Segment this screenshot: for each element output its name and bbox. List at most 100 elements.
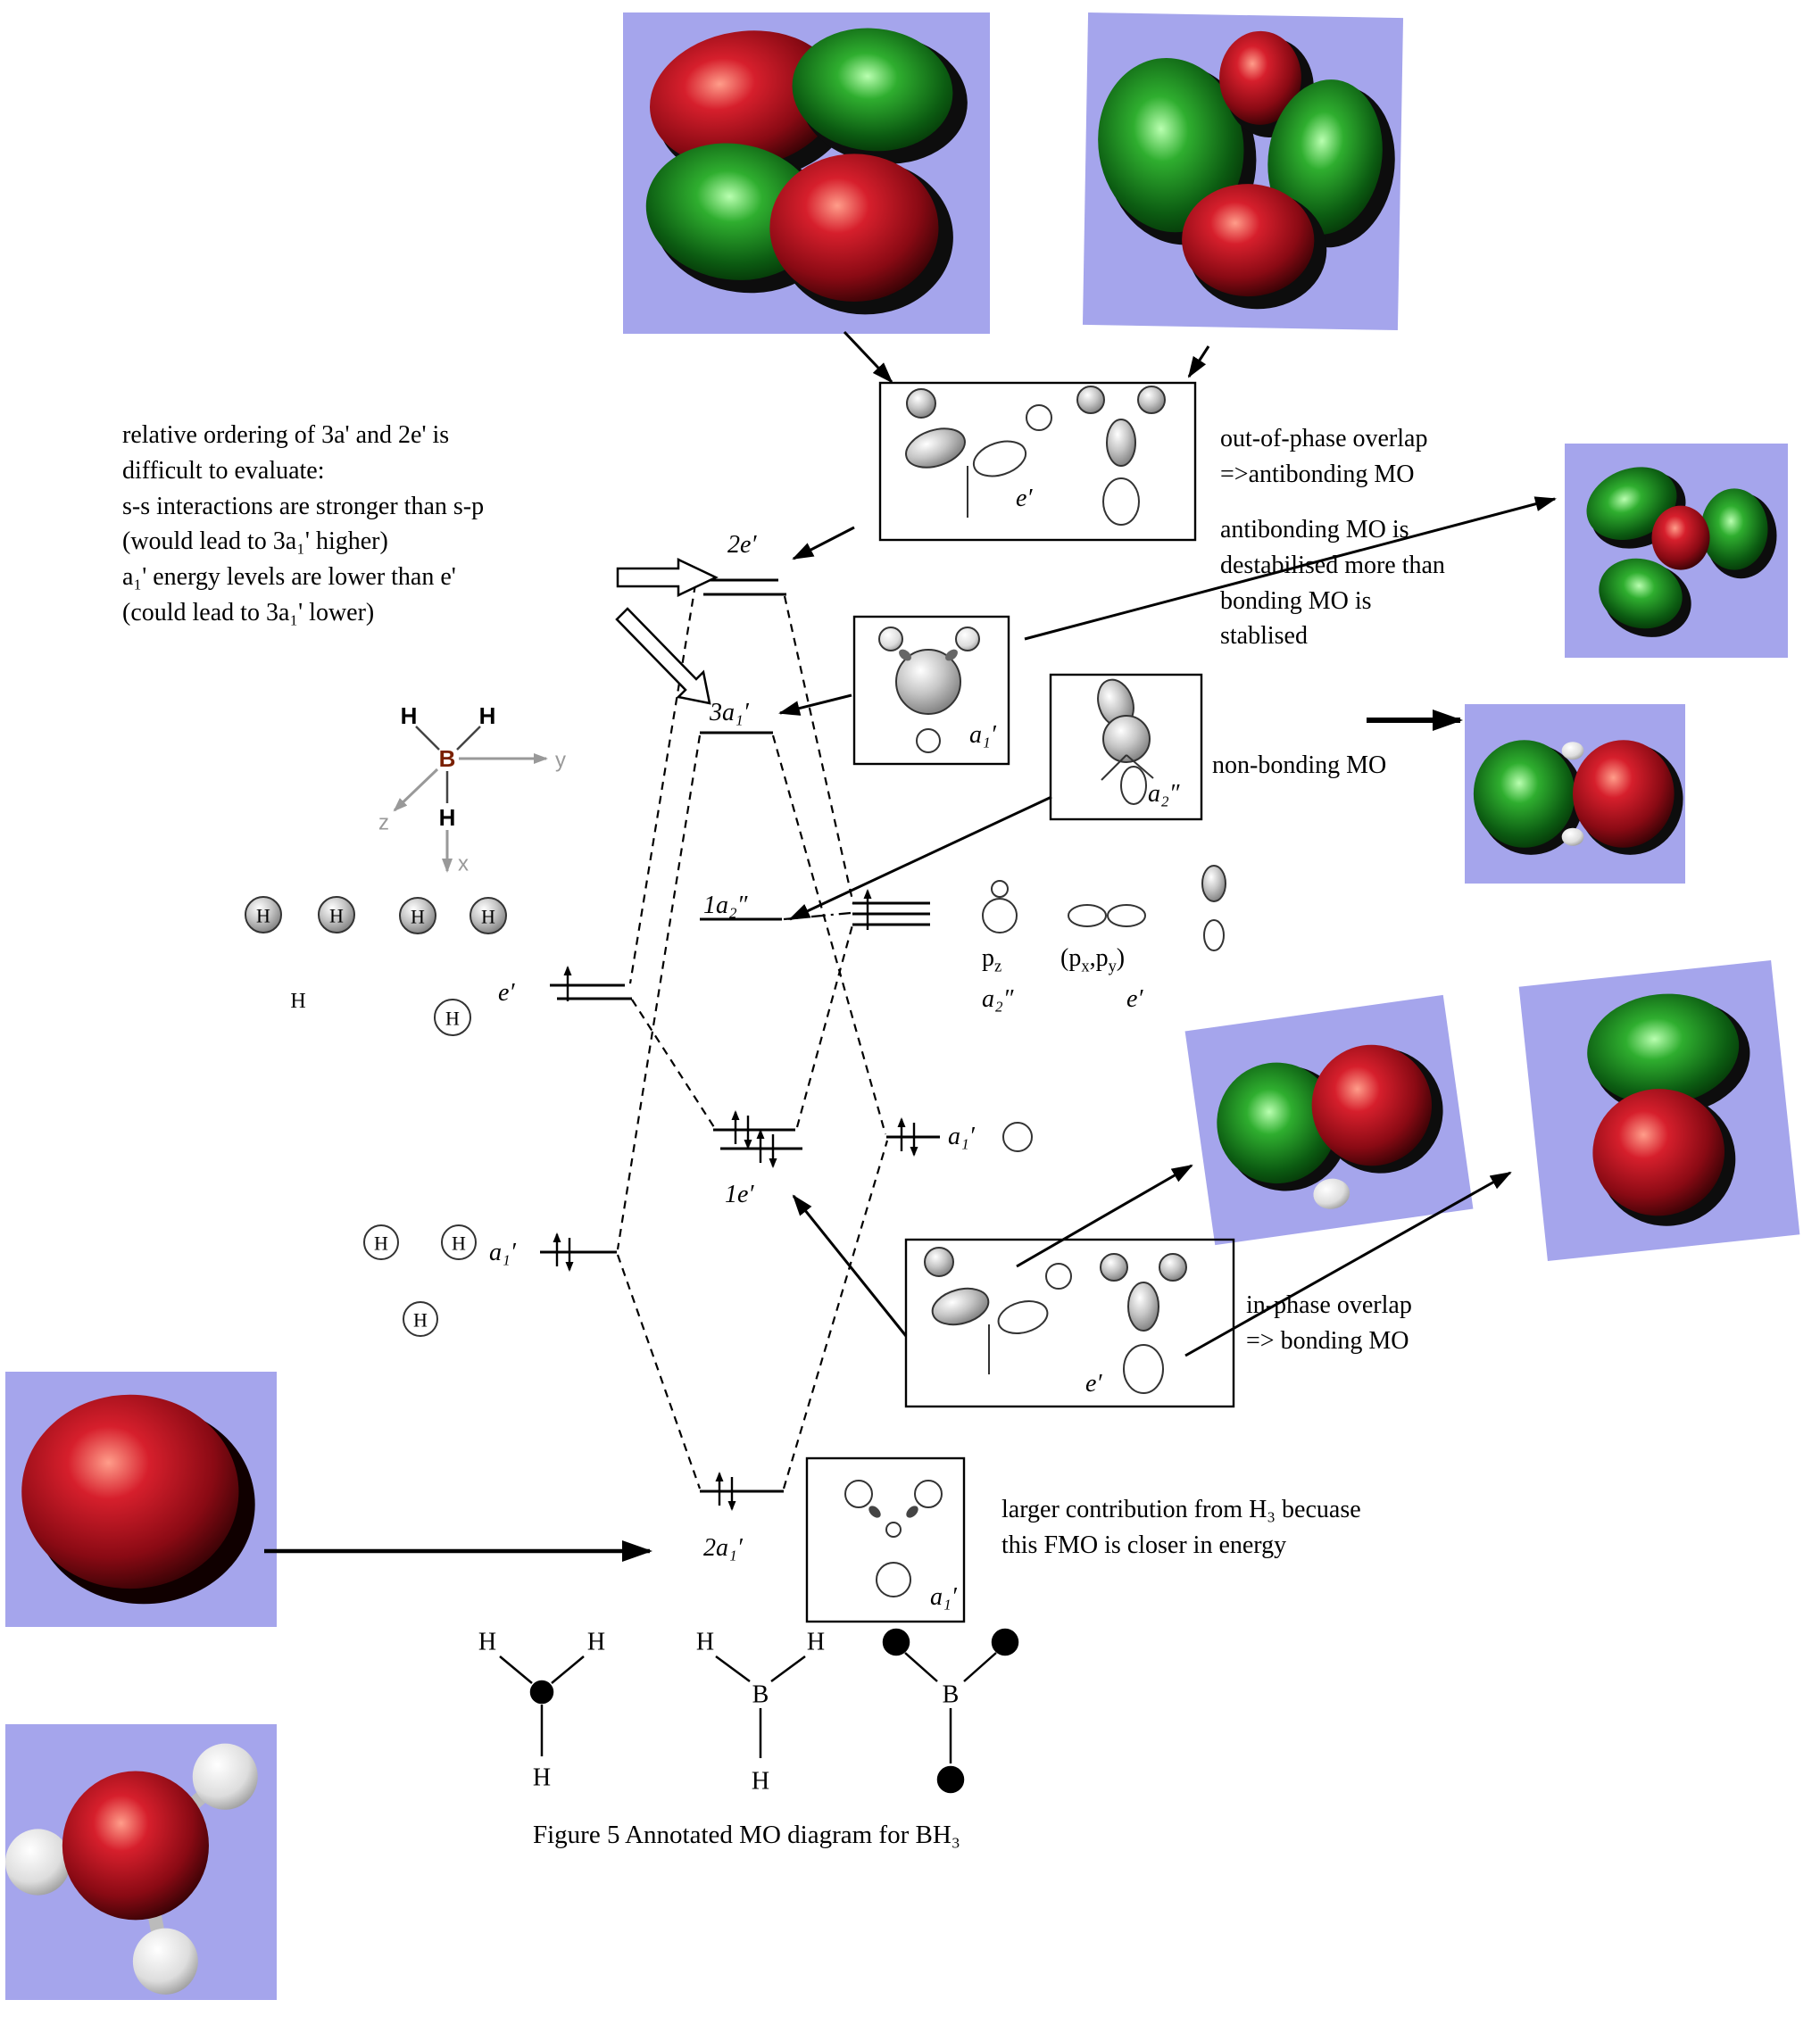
arrow-e-box-to-1e-render-1	[1016, 1164, 1193, 1268]
green-lobe	[1586, 467, 1677, 541]
molecule-render	[5, 1743, 258, 1995]
note-line: bonding MO is	[1220, 586, 1372, 615]
red-lobe	[1182, 184, 1315, 297]
b-atomic-orbital-cartoons	[982, 865, 1226, 1152]
h-label: H	[533, 1764, 551, 1792]
p-lobe-open	[972, 440, 1027, 477]
hollow-arrow-to-2e	[616, 558, 719, 597]
label-pz-symmetry: a₂″	[982, 985, 1014, 1013]
sketch-a2-nonbonding	[1097, 678, 1154, 805]
h3-a1-fragment-cartoon: H H H	[363, 1224, 477, 1337]
label-box-a1-antibonding: a₁′	[969, 721, 996, 749]
pz-sub: z	[994, 957, 1002, 975]
pxpy-part: )	[1116, 944, 1126, 972]
p-lobe-open	[997, 1300, 1049, 1334]
h3-structure-drawing: H H H	[478, 1629, 605, 1792]
hollow-arrows	[615, 558, 719, 705]
note-line: (could lead to 3a₁' lower)	[122, 598, 375, 626]
note-line: (would lead to 3a₁' higher)	[122, 527, 388, 556]
bh3-filled-structure-drawing: B	[882, 1628, 1019, 1794]
box-e-bonding	[904, 1238, 1235, 1408]
label-pxpy: (px,py)	[1060, 944, 1125, 976]
arrow-a2-box-to-1a2	[788, 795, 1052, 921]
p-orbital-sketch	[1203, 919, 1225, 951]
label-2e-prime: 2e′	[727, 531, 757, 559]
note-line: this FMO is closer in energy	[1001, 1531, 1287, 1559]
green-lobe	[1587, 993, 1740, 1105]
h-label: H	[445, 1008, 460, 1030]
b-sphere	[1102, 715, 1151, 763]
h-sphere	[1313, 1178, 1350, 1209]
h-label: H	[413, 1309, 428, 1332]
center-atom-dot	[529, 1680, 554, 1705]
h-label: H	[329, 905, 344, 927]
arrow-e-box-to-1e	[792, 1194, 908, 1337]
note-line: => bonding MO	[1246, 1326, 1409, 1355]
sketch-boxes	[805, 381, 1235, 1623]
label-1e-prime: 1e′	[725, 1181, 754, 1208]
orbital-lobes	[645, 28, 968, 315]
h-label: H	[587, 1629, 605, 1656]
p-lobe-open	[1120, 766, 1147, 805]
h-orbital-open	[876, 1562, 911, 1597]
orbital-lobes	[1098, 30, 1395, 310]
label-pz: pz	[982, 944, 1001, 976]
h-sphere	[1561, 742, 1584, 760]
render-antibonding-small	[1565, 444, 1788, 658]
render-1e-bonding-1	[1184, 994, 1474, 1246]
h-orbital-open	[916, 728, 941, 753]
px-orbital-sketch	[1068, 904, 1107, 927]
arrow-a1-box-to-3a1	[778, 693, 852, 716]
py-orbital-sketch	[1107, 904, 1146, 927]
h-orbital	[906, 388, 936, 419]
h-orbital	[955, 626, 980, 651]
sketch-e-antibonding	[905, 386, 1166, 526]
label-box-e-antibonding: e′	[1016, 485, 1033, 512]
sketch-a1-antibonding	[878, 626, 980, 753]
note-relative-ordering: relative ordering of 3a' and 2e' is diff…	[122, 418, 484, 631]
h-label: H	[807, 1629, 825, 1656]
p-lobe-open	[1123, 1344, 1164, 1394]
green-lobe	[1267, 79, 1383, 236]
green-lobe	[1700, 488, 1768, 570]
p-lobe	[905, 427, 966, 469]
h-orbital	[318, 896, 355, 934]
correlation-lines	[616, 584, 889, 1489]
note-line: s-s interactions are stronger than s-p	[122, 492, 485, 520]
h-orbital	[470, 897, 507, 934]
note-destabilised: antibonding MO is destabilised more than…	[1220, 512, 1445, 654]
box-a1-antibonding	[852, 615, 1010, 766]
orbital-lobes	[1217, 1044, 1443, 1209]
h-orbital-open	[434, 999, 471, 1036]
note-line: difficult to evaluate:	[122, 456, 325, 485]
note-line: in-phase overlap	[1246, 1291, 1412, 1319]
h-orbital-open	[1045, 1263, 1072, 1290]
red-lobe	[1219, 30, 1301, 125]
h-label: H	[401, 702, 418, 729]
render-2e-antibonding-2	[1082, 12, 1404, 331]
note-line: larger contribution from H₃ becuase	[1001, 1496, 1361, 1523]
bh3-axes-drawing: H H B H y z x	[378, 702, 566, 876]
note-in-phase: in-phase overlap => bonding MO	[1246, 1288, 1412, 1359]
arrow-render-to-e-box-2	[1187, 345, 1210, 378]
label-h3-e-prime: e′	[498, 979, 515, 1007]
red-lobe	[1311, 1044, 1432, 1166]
h-label: H	[256, 905, 270, 927]
render-2a1-blob	[5, 1372, 277, 1627]
h-sphere	[1561, 827, 1584, 846]
hollow-arrow-to-3a1	[615, 607, 711, 705]
orbital-lobes	[1473, 740, 1683, 855]
b-s-orbital	[895, 649, 961, 715]
note-line: out-of-phase overlap	[1220, 425, 1428, 452]
red-lobe	[21, 1394, 239, 1589]
z-axis-label: z	[378, 811, 389, 835]
green-lobe	[1217, 1062, 1337, 1184]
h-orbital	[245, 896, 282, 934]
pxpy-part: ,p	[1089, 944, 1109, 972]
h-label: H	[411, 906, 425, 928]
note-line: a₁' energy levels are lower than e'	[122, 563, 456, 591]
h-sphere	[132, 1928, 198, 1995]
b-label: B	[943, 1681, 960, 1709]
